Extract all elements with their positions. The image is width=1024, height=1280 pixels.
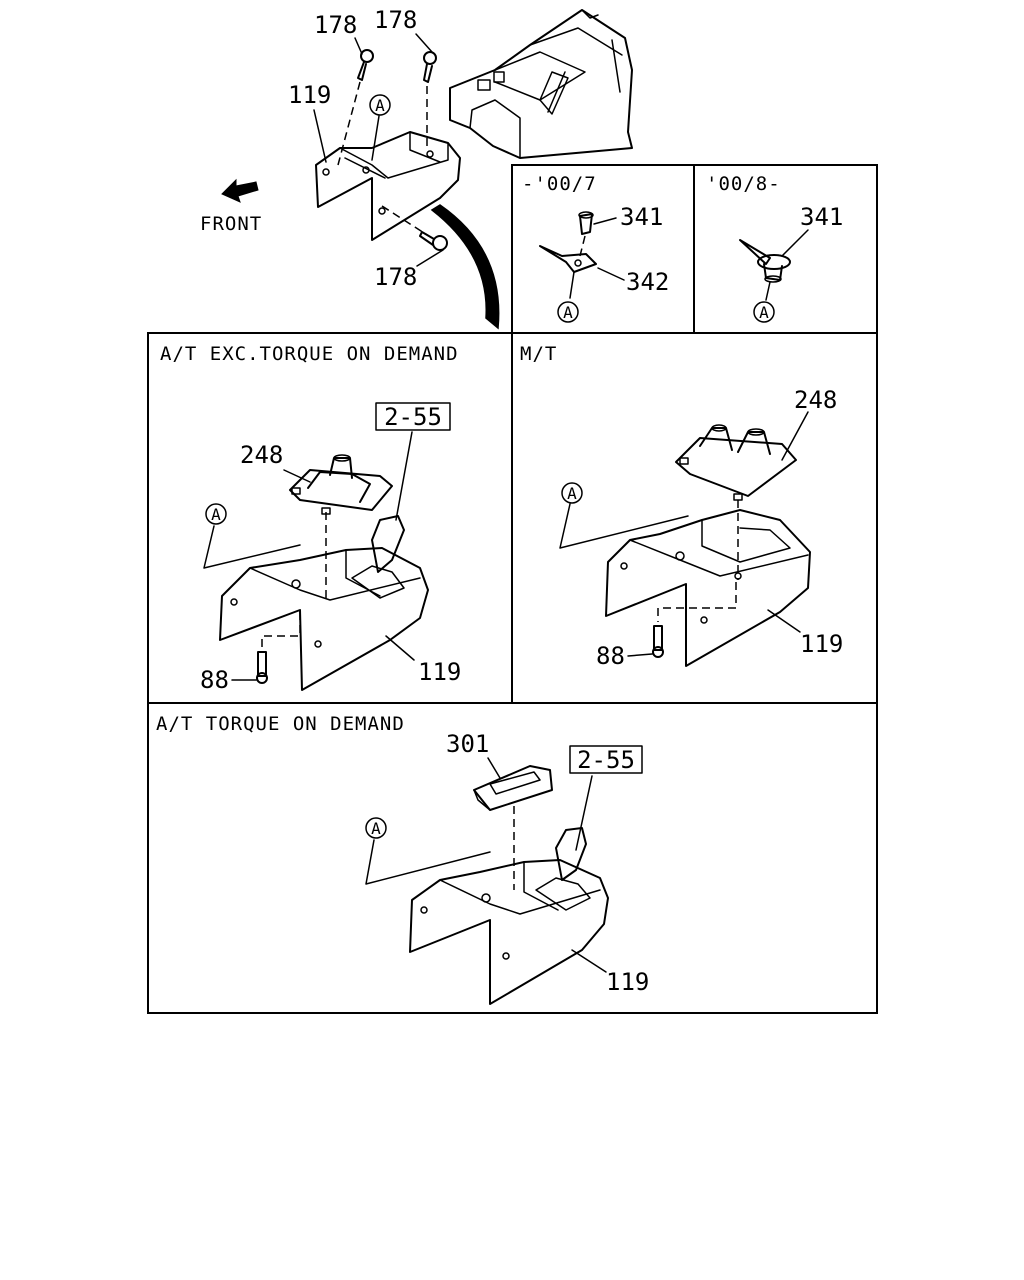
leader-line (416, 249, 444, 267)
callout-341: 341 (620, 203, 663, 231)
bottom-panel-frame (147, 702, 878, 1014)
variant-title: '00/8- (706, 173, 781, 195)
panel-mt: M/T 248 88 119 (520, 343, 843, 670)
ref-box (375, 402, 451, 431)
bracket-119 (219, 515, 429, 691)
callout-342: 342 (626, 268, 669, 296)
leader-line (371, 115, 380, 161)
reference-letter: A (371, 819, 381, 838)
bolt-88 (256, 651, 268, 684)
bracket-119 (409, 827, 609, 1005)
variant-title: -'00/7 (522, 173, 597, 195)
panel-at-exc: A/T EXC.TORQUE ON DEMAND 2-55 248 (160, 343, 461, 694)
screw-178-bottom (419, 231, 448, 251)
reference-letter: A (375, 96, 385, 115)
callout-248: 248 (794, 386, 837, 414)
callout-341: 341 (800, 203, 843, 231)
callout-178: 178 (374, 6, 417, 34)
panel-at-tod: A/T TORQUE ON DEMAND 301 2-55 119 A (156, 713, 649, 1005)
ref-box (569, 745, 643, 774)
variant-late: '00/8- 341 A (706, 173, 843, 323)
reference-circle (365, 817, 387, 839)
variant-early: -'00/7 341 342 A (522, 173, 669, 323)
top-assembly: FRONT 178 178 119 178 A (200, 6, 633, 330)
screw-178-right (423, 51, 437, 83)
reference-letter: A (759, 303, 769, 322)
callout-88: 88 (200, 666, 229, 694)
leader-line (313, 109, 327, 163)
screw-178-left (357, 49, 374, 81)
callout-178: 178 (314, 11, 357, 39)
callout-248: 248 (240, 441, 283, 469)
reference-letter: A (211, 505, 221, 524)
leader-line (415, 33, 433, 53)
guide-line (337, 81, 361, 166)
front-arrow-icon (221, 178, 259, 203)
callout-178: 178 (374, 263, 417, 291)
leader-line (354, 37, 363, 55)
panel-frames (147, 164, 878, 1014)
reference-letter: A (567, 484, 577, 503)
bolt-88 (652, 625, 664, 658)
center-console-illustration (449, 9, 633, 159)
nut-342 (539, 245, 597, 273)
reference-circle (369, 94, 391, 116)
ref-box-label: 2-55 (577, 746, 635, 774)
reference-circle (557, 301, 579, 323)
shift-boot-248 (289, 454, 393, 515)
panel-title: M/T (520, 343, 557, 365)
callout-119: 119 (418, 658, 461, 686)
callout-119: 119 (288, 81, 331, 109)
ref-box-label: 2-55 (384, 403, 442, 431)
indicator-panel-301 (473, 765, 553, 811)
shift-boot-248 (675, 424, 797, 501)
reference-circle (205, 503, 227, 525)
reference-letter: A (563, 303, 573, 322)
clip-341 (579, 213, 593, 235)
callout-119: 119 (800, 630, 843, 658)
clip-341 (757, 254, 791, 270)
guide-line (381, 205, 433, 239)
panel-edge (739, 239, 771, 265)
panel-title: A/T EXC.TORQUE ON DEMAND (160, 343, 459, 365)
detail-arrow (430, 204, 500, 330)
panel-title: A/T TORQUE ON DEMAND (156, 713, 405, 735)
callout-88: 88 (596, 642, 625, 670)
reference-circle (561, 482, 583, 504)
callout-301: 301 (446, 730, 489, 758)
front-label: FRONT (200, 213, 262, 235)
bracket-119 (605, 509, 811, 667)
reference-circle (753, 301, 775, 323)
bracket-119-top (315, 131, 461, 241)
callout-119: 119 (606, 968, 649, 996)
